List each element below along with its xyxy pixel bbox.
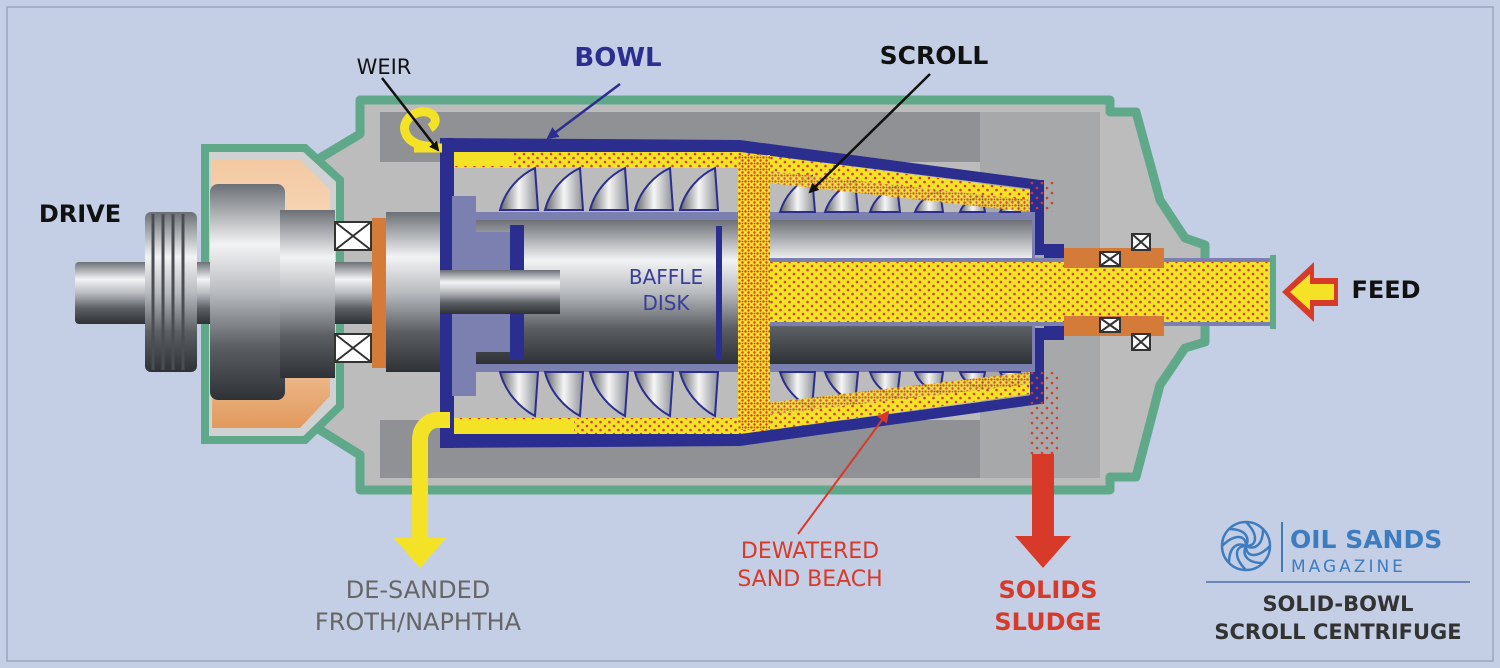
weir-overflow-flow [400,107,440,151]
brand-name-line1: OIL SANDS [1290,525,1442,554]
frame-border [6,6,1494,662]
bearing-left [334,221,372,363]
bowl-label: BOWL [574,43,661,73]
bearing-right [1064,233,1164,351]
froth-label-line2: FROTH/NAPHTHA [315,608,522,636]
baffle-disk-label-line2: DISK [642,291,690,315]
froth-label-line1: DE-SANDED [346,576,490,604]
drive-assembly [75,184,485,400]
brand-name-line2: MAGAZINE [1291,557,1406,577]
weir-label: WEIR [357,55,412,79]
feed-pipe [738,155,1276,430]
caption-line1: SOLID-BOWL [1262,592,1413,616]
froth-outlet-arrow [394,412,450,568]
sand-beach [740,168,1030,418]
baffle-disk-plate [716,226,722,360]
beach-label-line1: DEWATERED [741,539,879,564]
beach-leader-line [797,410,890,535]
scroll-leader-line [808,73,931,194]
scroll-label: SCROLL [880,41,989,70]
solids-label-line2: SLUDGE [994,608,1101,636]
solids-label-line1: SOLIDS [998,576,1097,604]
feed-label: FEED [1351,276,1420,304]
pinwheel-logo-icon [1220,520,1272,572]
weir-leader-line [381,77,440,152]
drive-label: DRIVE [39,200,121,228]
baffle-disk-label-line1: BAFFLE [629,265,703,289]
beach-label-line2: SAND BEACH [737,567,882,592]
feed-arrow [1282,262,1338,322]
caption-line2: SCROLL CENTRIFUGE [1214,620,1461,644]
brand-logo: OIL SANDS MAGAZINE [1206,520,1470,583]
solids-outlet-arrow [1015,182,1071,568]
bowl-leader-line [546,83,621,140]
pond-layers [454,152,1030,434]
